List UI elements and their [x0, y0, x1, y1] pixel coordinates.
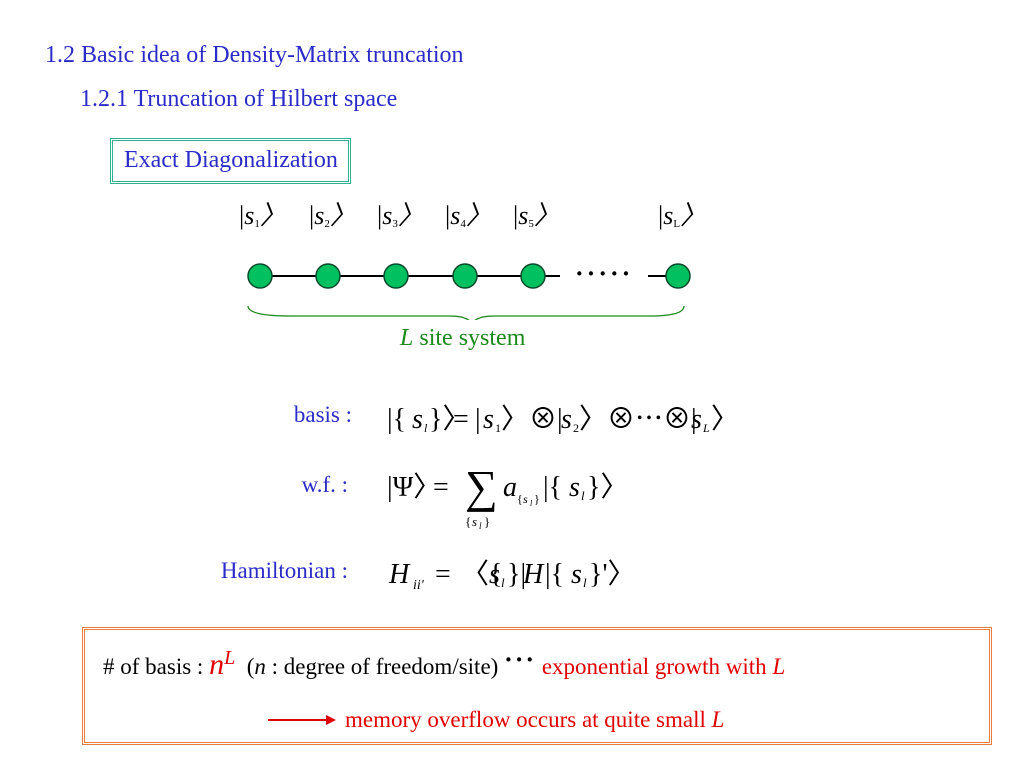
ket-s5: |s5〉 — [513, 201, 560, 230]
basis-label: basis : — [293, 402, 352, 427]
svg-text:s: s — [561, 404, 572, 435]
svg-text:s: s — [472, 514, 477, 529]
svg-text:}〉: }〉 — [429, 403, 470, 435]
hamiltonian-label: Hamiltonian : — [220, 558, 348, 583]
svg-text:{: { — [517, 492, 523, 506]
ellipsis-dots: ··· — [504, 645, 537, 674]
site-3 — [383, 263, 409, 289]
exact-diagonalization-label: Exact Diagonalization — [124, 147, 338, 173]
svg-text:1: 1 — [495, 421, 501, 435]
svg-text:|: | — [475, 404, 481, 435]
svg-text:s: s — [571, 559, 582, 590]
arrow-icon — [268, 715, 336, 725]
svg-text:}〉: }〉 — [587, 471, 628, 503]
svg-text:ii': ii' — [413, 578, 425, 593]
svg-text:|Ψ〉: |Ψ〉 — [387, 471, 441, 503]
site-L — [665, 263, 691, 289]
svg-text:l: l — [581, 488, 585, 503]
svg-text:〈{: 〈{ — [461, 558, 502, 590]
svg-text:=: = — [435, 559, 451, 590]
svg-text:s: s — [489, 559, 500, 590]
svg-text:L: L — [702, 421, 710, 435]
ket-s1: |s1〉 — [239, 201, 286, 230]
svg-text:〉⊗⋯⊗|: 〉⊗⋯⊗| — [579, 403, 697, 435]
svg-text:2: 2 — [573, 421, 579, 435]
svg-text:|{: |{ — [543, 472, 562, 503]
svg-text:=: = — [433, 472, 449, 503]
svg-text:l: l — [479, 521, 482, 531]
svg-text:=: = — [453, 404, 469, 435]
svg-text:a: a — [503, 472, 517, 503]
chain-ellipsis: ····· — [575, 259, 633, 288]
svg-text:〉⊗|: 〉⊗| — [501, 403, 563, 435]
svg-text:H: H — [522, 559, 545, 590]
basis-count-line: # of basis : nL (n : degree of freedom/s… — [103, 645, 786, 681]
ket-s2: |s2〉 — [309, 201, 356, 230]
site-2 — [315, 263, 341, 289]
basis-count-box — [82, 627, 992, 745]
exact-diagonalization-box: Exact Diagonalization — [110, 138, 351, 184]
svg-text:l: l — [530, 499, 533, 508]
ket-s4: |s4〉 — [445, 201, 492, 230]
svg-text:H: H — [388, 559, 411, 590]
site-5 — [520, 263, 546, 289]
svg-text:}'〉: }'〉 — [589, 558, 636, 590]
svg-text:l: l — [424, 421, 428, 435]
ket-sL: |sL〉 — [658, 201, 707, 230]
l-site-system-label: L site system — [400, 325, 526, 351]
svg-text:}: } — [484, 514, 490, 529]
n-power-L: nL — [209, 647, 236, 681]
site-1 — [247, 263, 273, 289]
svg-text:s: s — [691, 404, 702, 435]
basis-count-prefix: # of basis : — [103, 654, 210, 679]
svg-text:|{: |{ — [387, 404, 406, 435]
svg-text:|{: |{ — [545, 559, 564, 590]
ket-s3: |s3〉 — [377, 201, 424, 230]
svg-text:{: { — [465, 514, 471, 529]
section-heading: 1.2 Basic idea of Density-Matrix truncat… — [45, 42, 464, 68]
svg-text:}|: }| — [507, 559, 526, 590]
subsection-heading: 1.2.1 Truncation of Hilbert space — [80, 86, 398, 112]
svg-text:s: s — [569, 472, 580, 503]
svg-text:l: l — [583, 575, 587, 590]
svg-text:∑: ∑ — [465, 461, 498, 512]
svg-text:s: s — [412, 404, 423, 435]
svg-text:s: s — [523, 492, 528, 506]
svg-text:〉: 〉 — [711, 403, 739, 435]
memory-overflow-text: memory overflow occurs at quite small L — [345, 707, 725, 732]
svg-text:l: l — [501, 575, 505, 590]
svg-text:}: } — [534, 492, 540, 506]
exponential-growth-text: exponential growth with — [541, 654, 773, 679]
wf-label: w.f. : — [301, 472, 348, 497]
svg-text:s: s — [483, 404, 494, 435]
site-4 — [452, 263, 478, 289]
site-brace — [247, 305, 685, 320]
site-chain: ····· — [247, 259, 691, 320]
site-kets: |s1〉 |s2〉 |s3〉 |s4〉 |s5〉 |sL〉 — [230, 195, 730, 243]
